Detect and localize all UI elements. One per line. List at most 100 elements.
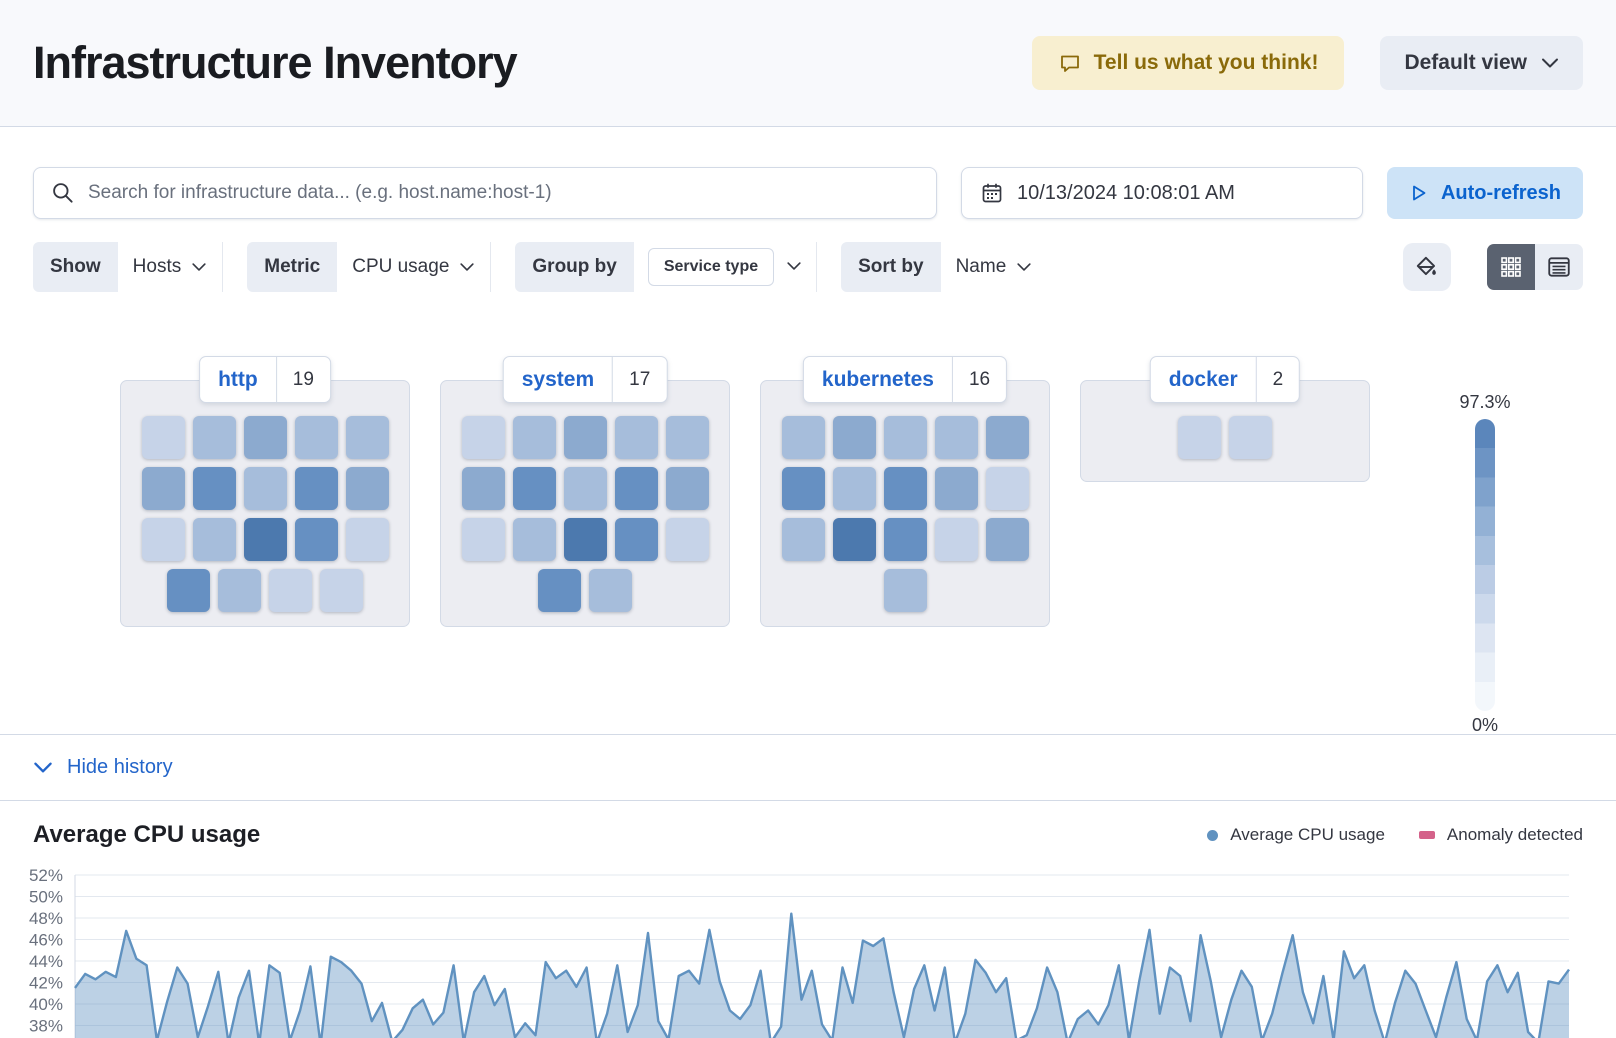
filter-separator — [222, 242, 224, 292]
host-tile[interactable] — [141, 518, 185, 561]
badge-divider — [612, 357, 614, 402]
metric-dropdown[interactable]: CPU usage — [337, 242, 490, 292]
grid-view-button[interactable] — [1487, 244, 1535, 290]
host-tile[interactable] — [614, 416, 658, 459]
host-tile[interactable] — [832, 467, 876, 510]
host-tile[interactable] — [1229, 416, 1272, 459]
host-tile[interactable] — [665, 467, 709, 510]
search-box[interactable] — [33, 167, 937, 219]
host-tile[interactable] — [1178, 416, 1221, 459]
group-count: 2 — [1272, 368, 1284, 390]
average-cpu-usage-chart[interactable]: 52%50%48%46%44%42%40%38%36%12:00:0015:00… — [0, 857, 1616, 1038]
host-tile[interactable] — [665, 416, 709, 459]
host-tile[interactable] — [985, 467, 1029, 510]
host-tile[interactable] — [461, 416, 505, 459]
group-by-chip[interactable]: Service type — [647, 248, 775, 286]
scale-gradient-bar — [1475, 419, 1495, 711]
feedback-button[interactable]: Tell us what you think! — [1031, 36, 1345, 90]
tile-row — [761, 467, 1049, 510]
host-tile[interactable] — [589, 569, 632, 612]
host-tile[interactable] — [243, 467, 287, 510]
host-tile[interactable] — [243, 416, 287, 459]
group-name-link[interactable]: docker — [1168, 367, 1238, 391]
host-tile[interactable] — [512, 467, 556, 510]
date-picker[interactable]: 10/13/2024 10:08:01 AM — [961, 167, 1363, 219]
host-tile[interactable] — [192, 518, 236, 561]
group-by-dropdown[interactable] — [786, 258, 802, 276]
host-tile[interactable] — [294, 416, 338, 459]
color-scale-legend: 97.3% 0% — [1450, 392, 1520, 736]
host-tile[interactable] — [985, 518, 1029, 561]
sort-by-value: Name — [955, 256, 1007, 277]
group-card-system: system 17 — [440, 356, 730, 627]
sort-by-dropdown[interactable]: Name — [941, 242, 1048, 292]
tile-row — [121, 518, 409, 561]
host-tile[interactable] — [781, 416, 825, 459]
host-tile[interactable] — [243, 518, 287, 561]
host-tile[interactable] — [269, 569, 312, 612]
default-view-label: Default view — [1404, 51, 1527, 74]
host-tile[interactable] — [563, 467, 607, 510]
host-tile[interactable] — [461, 518, 505, 561]
host-tile[interactable] — [614, 467, 658, 510]
host-tile[interactable] — [883, 569, 927, 612]
host-tile[interactable] — [563, 416, 607, 459]
host-tile[interactable] — [141, 416, 185, 459]
host-tile[interactable] — [167, 569, 210, 612]
speech-bubble-icon — [1060, 55, 1079, 72]
play-icon — [1413, 185, 1426, 201]
host-tile[interactable] — [883, 467, 927, 510]
grid-view-icon — [1501, 257, 1521, 277]
auto-refresh-button[interactable]: Auto-refresh — [1387, 167, 1583, 219]
host-tile[interactable] — [614, 518, 658, 561]
legend-label: Anomaly detected — [1446, 825, 1583, 844]
search-input[interactable] — [88, 182, 920, 204]
host-tile[interactable] — [345, 518, 389, 561]
host-tile[interactable] — [563, 518, 607, 561]
svg-text:38%: 38% — [29, 1017, 63, 1036]
tile-row — [441, 518, 729, 561]
group-name-link[interactable]: kubernetes — [821, 367, 934, 391]
tile-row — [761, 569, 1049, 612]
host-tile[interactable] — [538, 569, 581, 612]
show-dropdown[interactable]: Hosts — [118, 242, 223, 292]
feedback-label: Tell us what you think! — [1093, 51, 1319, 74]
host-tile[interactable] — [934, 467, 978, 510]
group-name-link[interactable]: http — [218, 367, 258, 391]
group-name-link[interactable]: system — [521, 367, 595, 391]
host-tile[interactable] — [192, 416, 236, 459]
host-tile[interactable] — [512, 416, 556, 459]
host-tile[interactable] — [345, 467, 389, 510]
svg-text:44%: 44% — [29, 952, 63, 971]
host-tile[interactable] — [192, 467, 236, 510]
host-tile[interactable] — [665, 518, 709, 561]
group-by-filter: Group by Service type — [515, 242, 816, 292]
host-tile[interactable] — [512, 518, 556, 561]
host-tile[interactable] — [883, 416, 927, 459]
host-tile[interactable] — [985, 416, 1029, 459]
search-icon — [53, 183, 73, 203]
default-view-dropdown[interactable]: Default view — [1380, 36, 1583, 90]
host-tile[interactable] — [832, 416, 876, 459]
tile-row — [121, 416, 409, 459]
host-tile[interactable] — [345, 416, 389, 459]
table-view-button[interactable] — [1535, 244, 1583, 290]
host-tile[interactable] — [294, 467, 338, 510]
host-tile[interactable] — [934, 518, 978, 561]
host-tile[interactable] — [141, 467, 185, 510]
legend-color-button[interactable] — [1403, 243, 1451, 291]
host-tile[interactable] — [461, 467, 505, 510]
hide-history-toggle[interactable]: Hide history — [33, 756, 173, 779]
host-tile[interactable] — [883, 518, 927, 561]
host-tile[interactable] — [781, 518, 825, 561]
host-tile[interactable] — [294, 518, 338, 561]
host-tile[interactable] — [320, 569, 363, 612]
group-count: 17 — [629, 368, 651, 390]
host-tile[interactable] — [781, 467, 825, 510]
legend-item-avg-cpu[interactable]: Average CPU usage — [1207, 825, 1385, 845]
group-card-docker: docker 2 — [1080, 356, 1370, 482]
host-tile[interactable] — [934, 416, 978, 459]
host-tile[interactable] — [832, 518, 876, 561]
legend-item-anomaly[interactable]: Anomaly detected — [1418, 825, 1583, 845]
host-tile[interactable] — [218, 569, 261, 612]
